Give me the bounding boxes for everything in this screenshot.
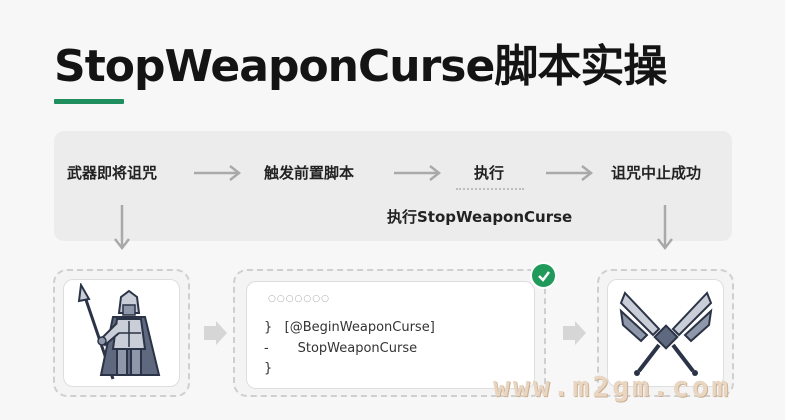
arrow-right-icon <box>546 165 594 181</box>
dotted-divider <box>456 188 524 190</box>
arrow-down-icon <box>657 205 673 251</box>
flow-panel <box>54 131 732 241</box>
flow-step-curse-stopped: 诅咒中止成功 <box>611 164 702 182</box>
flow-step-trigger-pre-script: 触发前置脚本 <box>264 164 355 182</box>
flow-step-weapon-about-to-curse: 武器即将诅咒 <box>67 164 158 182</box>
arrow-right-icon <box>204 321 227 345</box>
warrior-icon <box>77 283 161 380</box>
arrow-down-icon <box>114 205 130 251</box>
code-line-3: } <box>264 361 273 376</box>
flow-step-execute: 执行 <box>474 164 505 182</box>
arrow-right-icon <box>394 165 442 181</box>
check-icon <box>530 262 557 289</box>
arrow-right-icon <box>563 321 586 345</box>
window-dots: ○○○○○○○ <box>268 294 330 304</box>
script-card <box>246 281 535 389</box>
site-watermark: www.m2gm.com <box>493 370 732 403</box>
arrow-right-icon <box>194 165 242 181</box>
code-line-1: } [@BeginWeaponCurse] <box>264 320 435 335</box>
title-underline <box>54 99 124 104</box>
crossed-weapons-icon <box>619 291 713 376</box>
code-line-2: - StopWeaponCurse <box>264 341 418 356</box>
page-title: StopWeaponCurse脚本实操 <box>54 41 667 92</box>
flow-substep-execute-command: 执行StopWeaponCurse <box>387 208 573 226</box>
